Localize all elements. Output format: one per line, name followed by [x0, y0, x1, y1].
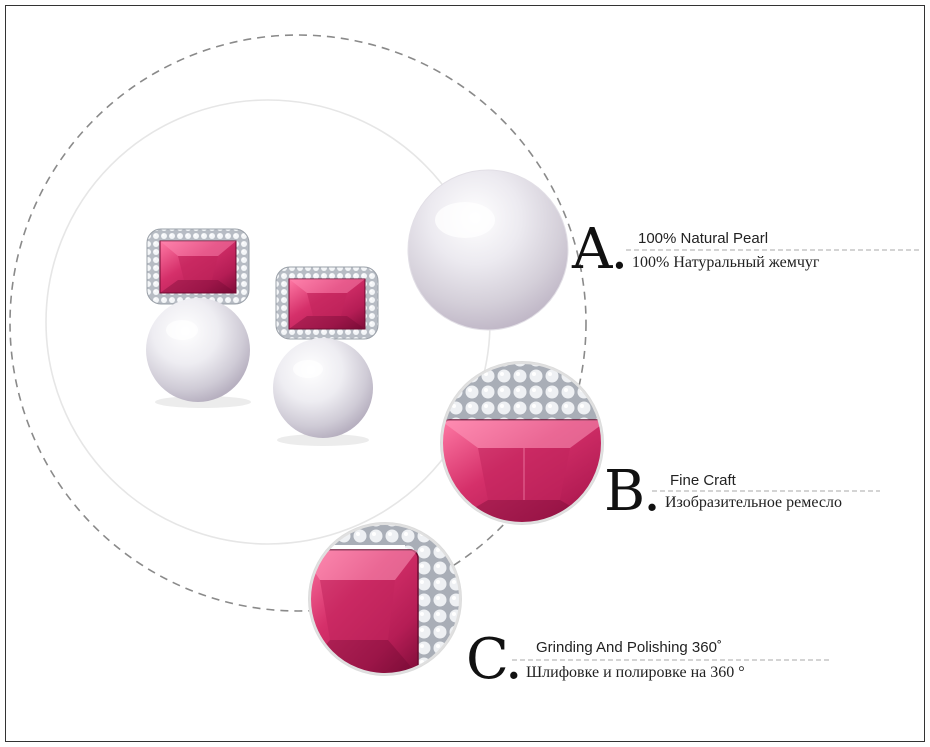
feature-c-letter: C. [466, 627, 523, 692]
feature-c-title-en: Grinding And Polishing 360˚ [536, 639, 722, 656]
earring-left [146, 228, 251, 408]
gem-closeup-icon [440, 361, 604, 525]
feature-a-letter: A. [572, 217, 628, 282]
feature-a-title-ru: 100% Натуральный жемчуг [632, 254, 820, 271]
earring-right [273, 266, 379, 446]
dashed-circle [9, 34, 587, 612]
outer-frame [5, 5, 925, 742]
feature-b-title-en: Fine Craft [670, 472, 736, 489]
feature-b-letter: B. [604, 459, 661, 524]
pearl-closeup-icon [407, 169, 569, 331]
inner-circle [45, 99, 491, 545]
feature-b-title-ru: Изобразительное ремесло [665, 494, 842, 511]
feature-a-title-en: 100% Natural Pearl [638, 230, 769, 247]
feature-c-title-ru: Шлифовке и полировке на 360 ° [526, 664, 745, 681]
gem-edge-closeup-icon [308, 522, 462, 676]
